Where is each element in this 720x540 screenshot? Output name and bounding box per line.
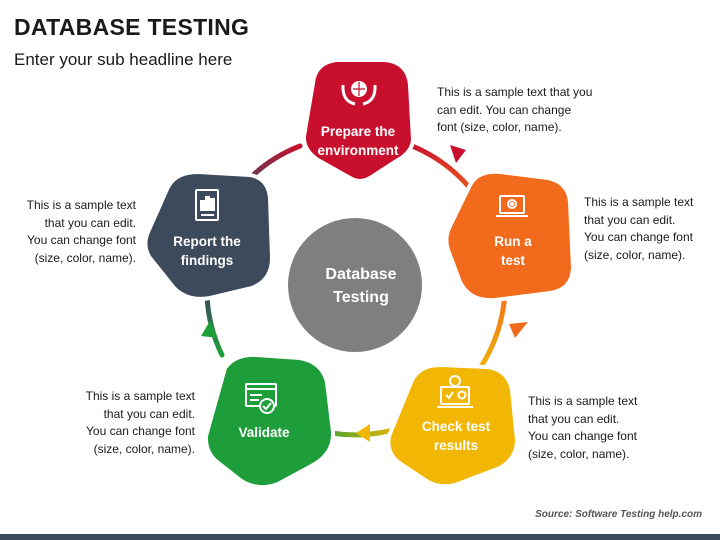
step-shape [386,362,520,489]
globe-hands-icon [341,81,377,106]
step-label-line2: test [501,253,526,268]
source-citation: Source: Software Testing help.com [535,509,702,520]
step-check-results: Check test results [386,362,520,489]
report-chart-icon [195,189,219,221]
page-title: DATABASE TESTING [14,14,250,40]
arrow-head [201,321,218,338]
step-label-line1: Report the [173,234,241,249]
step-label-line1: Prepare the [321,124,396,139]
note-validate: This is a sample text that you can edit.… [85,389,195,456]
step-prepare-environment: Prepare the environment [301,58,416,183]
validate-window-icon [245,383,277,414]
step-run-test: Run a test [444,169,576,303]
bottom-bar [0,534,720,540]
step-shape [444,169,576,303]
arrow-head [356,424,370,442]
note-report: This is a sample text that you can edit.… [26,198,136,265]
step-label-line2: environment [317,143,399,158]
step-label-line1: Validate [238,425,290,440]
note-prepare: This is a sample text that you can edit.… [437,85,593,134]
step-shape [143,169,275,301]
note-check: This is a sample text that you can edit.… [528,394,638,461]
center-circle [288,218,422,352]
check-results-icon [437,375,473,408]
step-shape [301,58,416,183]
step-label-line1: Check test [422,419,491,434]
note-run: This is a sample text that you can edit.… [584,195,694,262]
step-shape [203,352,336,490]
laptop-gear-icon [496,195,528,217]
center-label-line2: Testing [333,289,389,306]
step-validate: Validate [203,352,336,490]
step-label-line2: results [434,438,478,453]
arrow-head [509,322,528,338]
arrow-head [450,145,466,163]
step-label-line2: findings [181,253,234,268]
center-label-line1: Database [325,266,396,283]
step-report-findings: Report the findings [143,169,275,301]
step-label-line1: Run a [494,234,532,249]
page-subtitle: Enter your sub headline here [14,50,233,69]
